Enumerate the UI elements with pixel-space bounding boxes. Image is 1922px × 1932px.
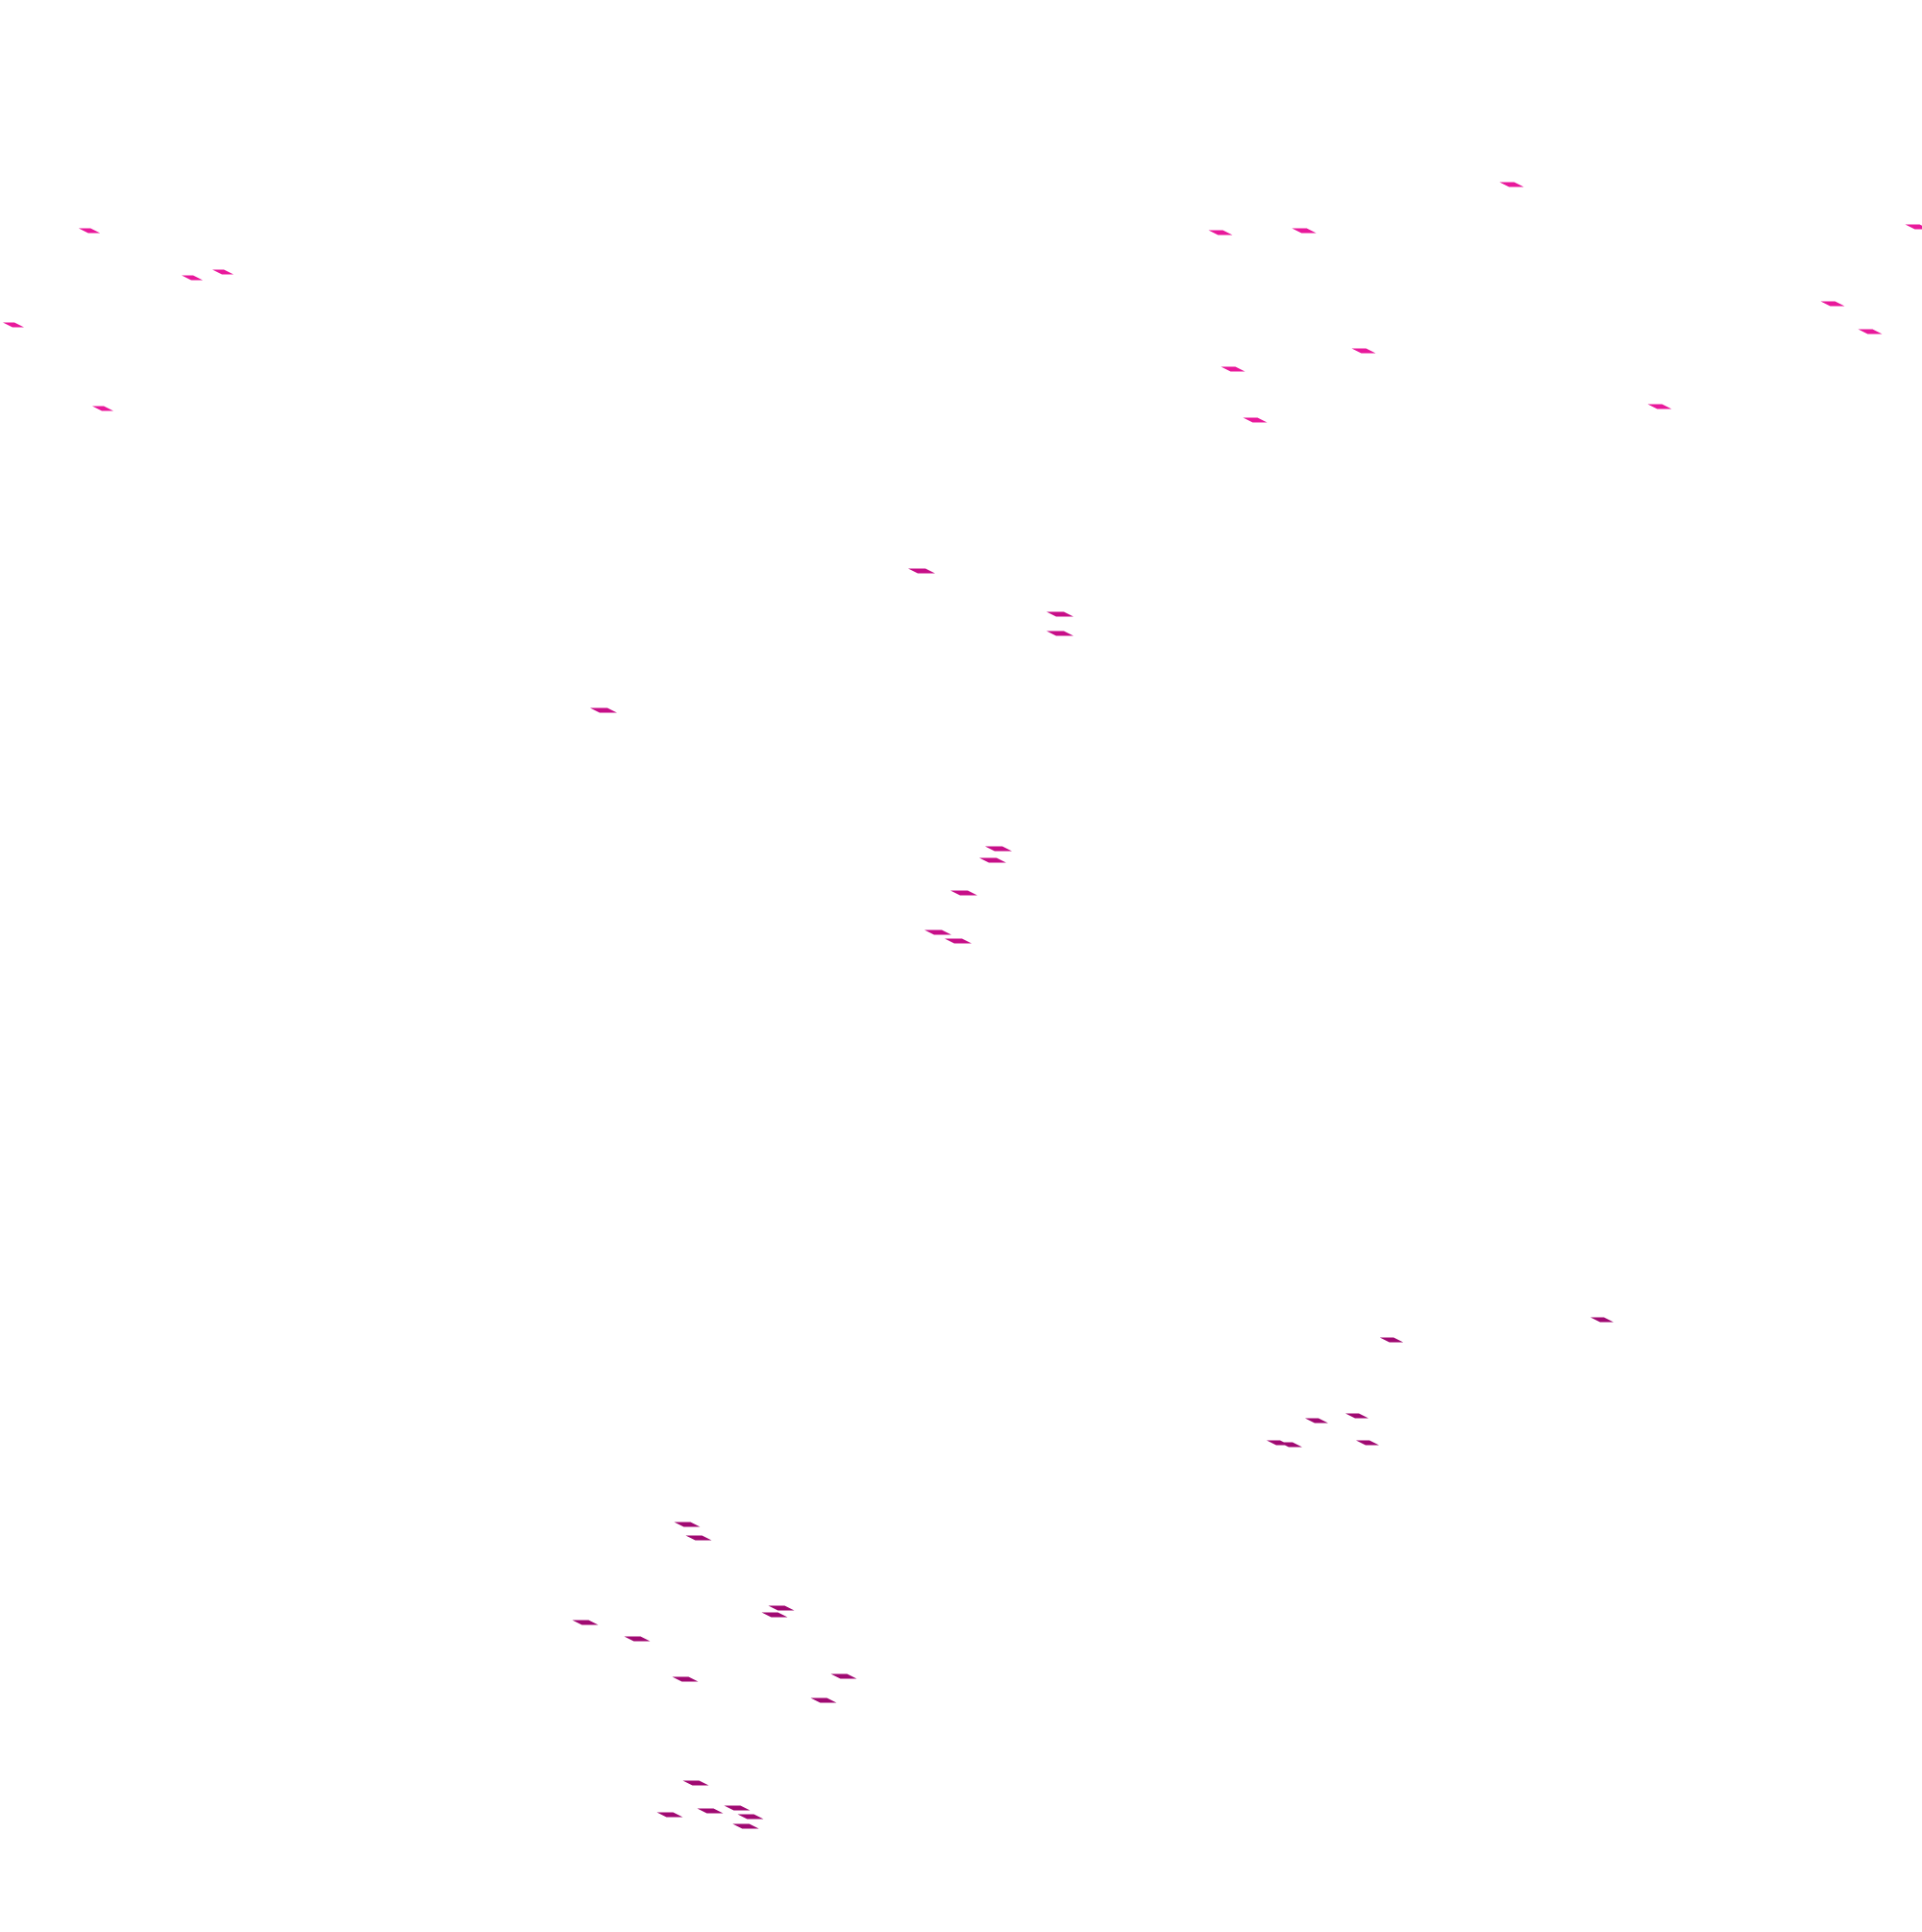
scatter-mark <box>908 568 935 574</box>
scatter-mark <box>1305 1418 1328 1424</box>
scatter-mark <box>768 1605 795 1611</box>
scatter-mark <box>979 857 1006 863</box>
lower-right-cluster <box>1267 1317 1614 1448</box>
scatter-mark <box>682 1780 709 1786</box>
upper-left-cluster <box>3 228 234 411</box>
scatter-mark <box>572 1620 599 1625</box>
middle-cluster <box>590 568 1073 944</box>
scatter-mark <box>1905 224 1922 230</box>
scatter-mark <box>1356 1440 1379 1446</box>
lower-left-cluster <box>572 1522 857 1829</box>
scatter-mark <box>79 228 100 234</box>
scatter-mark <box>1279 1442 1302 1448</box>
scatter-mark <box>1243 417 1268 423</box>
scatter-mark <box>1047 611 1073 617</box>
scatter-mark <box>3 322 24 328</box>
scatter-mark <box>830 1673 857 1679</box>
scatter-mark <box>732 1823 759 1829</box>
scatter-mark <box>1858 329 1883 334</box>
scatter-mark <box>924 929 951 935</box>
scatter-mark <box>1499 182 1524 187</box>
scatter-mark <box>92 406 113 411</box>
scatter-mark <box>810 1697 837 1703</box>
scatter-mark <box>945 938 972 944</box>
scatter-mark <box>182 275 203 281</box>
scatter-mark <box>1351 348 1376 354</box>
scatter-mark <box>1345 1413 1368 1419</box>
scatter-mark <box>697 1808 724 1814</box>
scatter-mark <box>985 846 1012 852</box>
scatter-mark <box>950 890 977 896</box>
scatter-mark <box>1292 228 1317 234</box>
scatter-mark <box>724 1805 751 1811</box>
scatter-mark <box>761 1612 788 1618</box>
scatter-mark <box>1047 631 1073 636</box>
scatter-mark <box>1220 366 1245 372</box>
upper-right-cluster <box>1208 182 1922 423</box>
scatter-mark <box>212 269 234 275</box>
scatter-mark <box>1647 404 1672 409</box>
scatter-mark <box>685 1535 712 1541</box>
scatter-mark <box>1380 1337 1403 1343</box>
scatter-mark <box>1208 230 1233 235</box>
scatter-mark <box>737 1814 764 1820</box>
scatter-mark <box>1820 301 1845 307</box>
scatter-mark <box>672 1676 699 1682</box>
scatter-mark <box>1590 1317 1614 1323</box>
scatter-mark <box>590 707 617 713</box>
scatter-mark <box>674 1522 701 1527</box>
scatter-mark <box>624 1636 651 1642</box>
scatter-mark <box>656 1812 683 1818</box>
